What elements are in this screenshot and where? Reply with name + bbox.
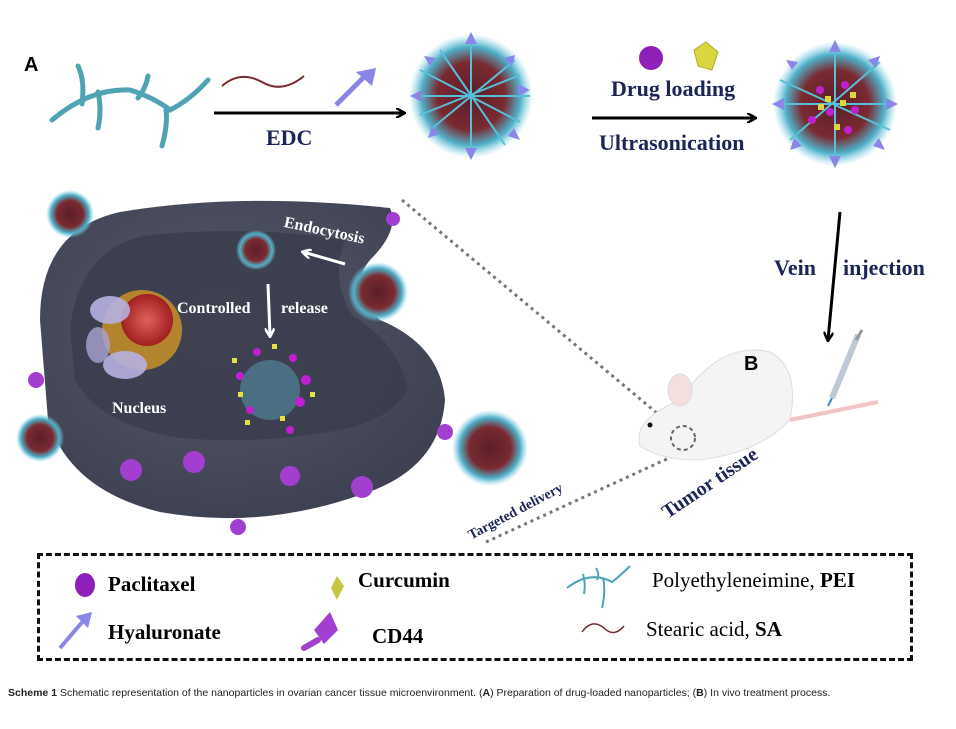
step-ultrasonication: Ultrasonication bbox=[599, 130, 745, 155]
tumor-site-circle bbox=[670, 425, 696, 451]
figure-caption: Scheme 1 Schematic representation of the… bbox=[8, 685, 948, 701]
caption-text-1: Schematic representation of the nanopart… bbox=[57, 687, 483, 699]
caption-text-2: ) Preparation of drug-loaded nanoparticl… bbox=[490, 687, 697, 699]
label-release: release bbox=[281, 300, 328, 317]
pei-polymer bbox=[49, 63, 211, 149]
legend-label-pei-abbr: PEI bbox=[819, 568, 855, 592]
legend-label-cd44: CD44 bbox=[372, 624, 424, 648]
legend-label-hyaluronate: Hyaluronate bbox=[108, 620, 221, 644]
zoom-line-upper bbox=[401, 198, 683, 436]
zoom-line-lower bbox=[485, 450, 683, 544]
external-nanoparticle-1 bbox=[46, 190, 94, 238]
cell bbox=[28, 200, 453, 535]
step-drug-loading: Drug loading bbox=[611, 76, 736, 101]
caption-ref-a: A bbox=[482, 687, 491, 699]
caption-lead: Scheme 1 bbox=[8, 687, 58, 699]
legend-label-curcumin: Curcumin bbox=[358, 568, 450, 592]
legend-label-sa-abbr: SA bbox=[755, 617, 782, 641]
panel-label-b: B bbox=[744, 353, 759, 375]
legend-box bbox=[37, 553, 913, 661]
stearic-acid-chain bbox=[221, 75, 305, 88]
panel-label-a: A bbox=[24, 54, 39, 76]
curcumin-drug bbox=[693, 41, 719, 71]
nanoparticle-empty bbox=[409, 32, 533, 160]
label-nucleus: Nucleus bbox=[112, 400, 167, 417]
cd44-receptors bbox=[28, 212, 453, 535]
endocytosis-arrow bbox=[303, 252, 346, 266]
legend-label-paclitaxel: Paclitaxel bbox=[108, 572, 196, 596]
external-nanoparticle-4 bbox=[452, 410, 528, 486]
step-injection: injection bbox=[843, 255, 925, 280]
step-edc: EDC bbox=[266, 125, 313, 150]
mouse bbox=[638, 349, 879, 461]
hyaluronate-arrow bbox=[334, 68, 376, 107]
legend-label-sa: Stearic acid, SA bbox=[646, 617, 782, 642]
external-nanoparticle-2 bbox=[16, 414, 64, 462]
vein-injection-arrow bbox=[828, 211, 842, 340]
external-nanoparticle-3 bbox=[348, 262, 408, 322]
syringe-icon bbox=[827, 329, 864, 407]
nanoparticle-loaded bbox=[772, 40, 898, 168]
caption-text-3: ) In vivo treatment process. bbox=[703, 687, 831, 699]
released-cargo bbox=[232, 344, 315, 434]
label-controlled: Controlled bbox=[177, 300, 251, 317]
controlled-release-arrow bbox=[268, 283, 270, 336]
caption-ref-b: B bbox=[696, 687, 704, 699]
step-vein: Vein bbox=[774, 255, 816, 280]
legend-label-sa-text: Stearic acid, bbox=[646, 617, 756, 641]
legend-label-pei: Polyethyleneimine, PEI bbox=[652, 568, 855, 593]
legend-label-pei-text: Polyethyleneimine, bbox=[652, 568, 820, 592]
internalized-nanoparticle bbox=[236, 230, 276, 270]
nucleus bbox=[86, 290, 182, 379]
paclitaxel-drug bbox=[639, 46, 663, 70]
